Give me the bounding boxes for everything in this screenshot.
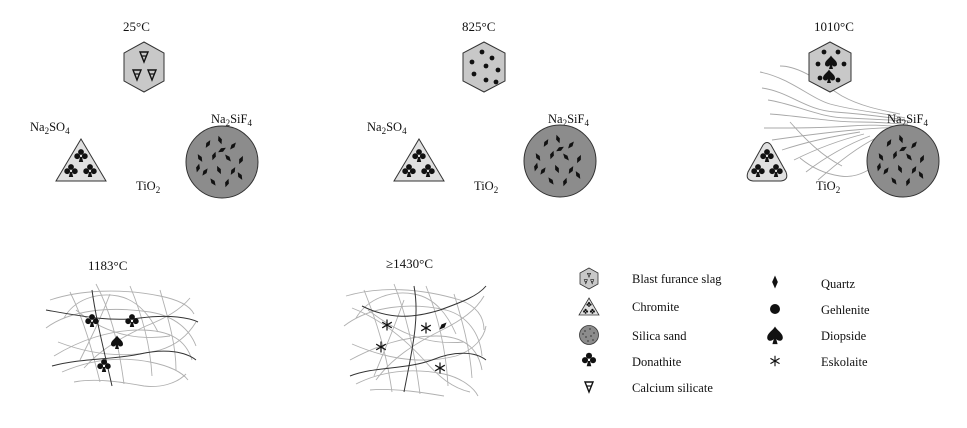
quartz-marker (555, 164, 559, 174)
quartz-marker (911, 166, 917, 174)
quartz-marker (878, 153, 884, 161)
quartz-marker (535, 153, 541, 161)
quartz-marker (563, 177, 567, 187)
temperature-label: ≥1430°C (386, 256, 433, 271)
legend-label: Silica sand (632, 329, 687, 343)
panel-1183c: 1183°C (45, 258, 199, 387)
quartz-marker (883, 167, 889, 175)
quartz-marker (225, 154, 231, 162)
quartz-marker (202, 168, 208, 176)
triangle-chromite-icon (578, 297, 600, 316)
circle-silica-icon (579, 325, 599, 345)
chromite-triangle (746, 142, 788, 182)
quartz-marker (906, 153, 912, 161)
panel-1430c: ≥1430°C (343, 256, 487, 397)
slag-hexagon (462, 41, 506, 93)
quartz-marker (197, 154, 203, 162)
tio2-label: TiO2 (816, 179, 840, 195)
quartz-marker (877, 162, 881, 172)
quartz-marker (911, 141, 917, 149)
fiber-tangle (343, 283, 487, 397)
donathite-marker (125, 314, 139, 327)
quartz-marker (918, 171, 924, 179)
quartz-marker (556, 134, 560, 144)
fiber-network (759, 65, 911, 181)
diamond-icon (772, 275, 778, 289)
silica-circle (866, 124, 940, 198)
legend-label: Calcium silicate (632, 381, 713, 395)
eskolaite-marker (434, 361, 446, 375)
club-icon (581, 352, 597, 367)
quartz-marker (210, 178, 216, 186)
temperature-label: 825°C (462, 19, 495, 34)
quartz-marker (898, 164, 902, 174)
spade-icon (767, 326, 783, 345)
quartz-marker (239, 155, 243, 165)
panel-25c: 25°C Na2SO4 Na2SiF4 TiO2 (30, 19, 259, 199)
slag-hexagon (123, 41, 165, 93)
quartz-marker (230, 167, 236, 175)
quartz-marker (886, 139, 892, 147)
legend-label: Diopside (821, 329, 867, 343)
asterisk-icon (769, 355, 781, 367)
diopside-marker (111, 335, 123, 349)
quartz-marker (575, 171, 581, 179)
inverted-a-icon (584, 381, 594, 393)
hexagon-slag-icon (579, 267, 599, 290)
quartz-marker (230, 142, 236, 150)
tio2-label: TiO2 (136, 179, 160, 195)
quartz-marker (568, 166, 574, 174)
panel-1010c: 1010°C Na2SiF4 (746, 19, 940, 198)
quartz-marker (906, 177, 910, 187)
na2sif4-label: Na2SiF4 (548, 112, 589, 128)
quartz-marker (556, 146, 564, 152)
fiber-tangle (45, 283, 199, 387)
legend-label: Blast furance slag (632, 272, 722, 286)
na2so4-label: Na2SO4 (367, 120, 407, 136)
quartz-marker (568, 141, 574, 149)
quartz-marker (196, 163, 200, 173)
temperature-label: 1010°C (814, 19, 854, 34)
quartz-marker (237, 172, 243, 180)
quartz-marker (217, 165, 221, 175)
silica-circle (523, 124, 597, 198)
legend-label: Donathite (632, 355, 682, 369)
quartz-marker (205, 140, 211, 148)
quartz-marker (899, 134, 903, 144)
tio2-label: TiO2 (474, 179, 498, 195)
quartz-marker (550, 150, 554, 160)
quartz-marker (548, 177, 554, 185)
quartz-marker (577, 154, 581, 164)
quartz-marker (563, 153, 569, 161)
na2so4-label: Na2SO4 (30, 120, 70, 136)
silica-circle (185, 125, 259, 199)
temperature-label: 25°C (123, 19, 150, 34)
legend-label: Gehlenite (821, 303, 870, 317)
panel-825c: 825°C Na2SO4 Na2SiF4 TiO2 (367, 19, 597, 198)
quartz-marker (891, 177, 897, 185)
quartz-marker (893, 150, 897, 160)
quartz-marker (212, 151, 216, 161)
chromite-triangle (55, 138, 107, 182)
quartz-marker (543, 139, 549, 147)
legend-label: Chromite (632, 300, 680, 314)
na2sif4-label: Na2SiF4 (211, 112, 252, 128)
quartz-marker (540, 167, 546, 175)
legend-label: Quartz (821, 277, 855, 291)
dot-icon (770, 304, 780, 314)
temperature-label: 1183°C (88, 258, 127, 273)
legend: Blast furance slag Chromite Silica sand … (578, 267, 870, 395)
eskolaite-marker (420, 321, 432, 335)
na2sif4-label: Na2SiF4 (887, 112, 928, 128)
slag-hexagon (808, 41, 852, 93)
quartz-marker (225, 178, 229, 188)
quartz-marker (920, 154, 924, 164)
quartz-marker (899, 146, 907, 152)
chromite-triangle (393, 138, 445, 182)
quartz-marker (534, 162, 538, 172)
quartz-marker (218, 147, 226, 153)
quartz-marker (218, 135, 222, 145)
legend-label: Eskolaite (821, 355, 868, 369)
